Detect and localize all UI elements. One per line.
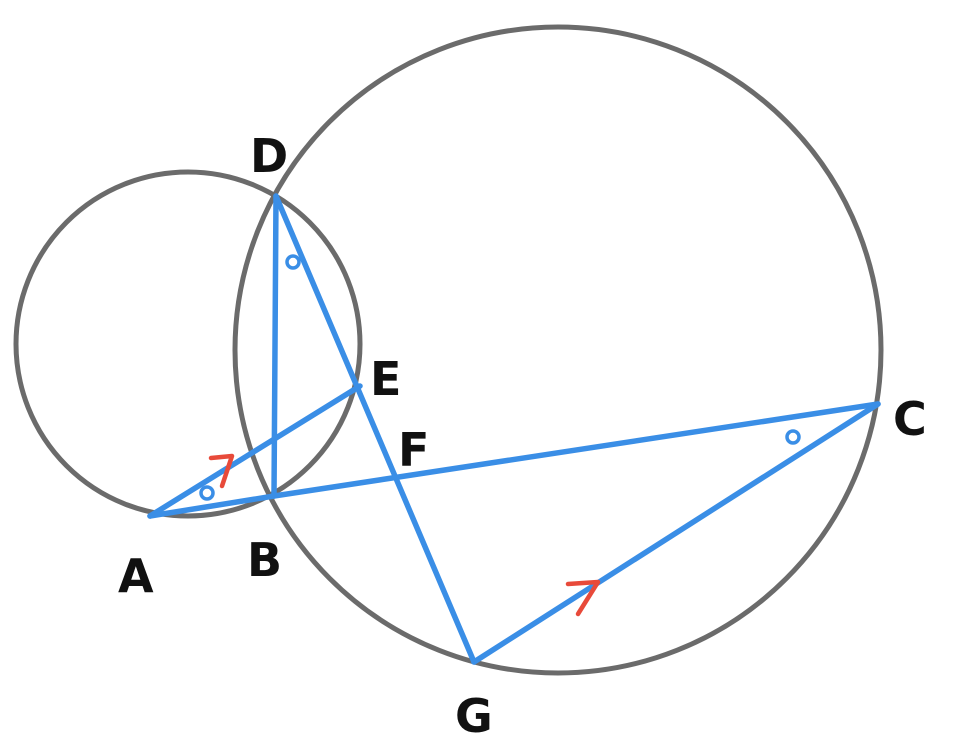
segment-AB [147, 493, 277, 519]
angle-mark-C [785, 429, 801, 445]
angle-mark-A [199, 485, 215, 501]
large-circle [232, 24, 884, 676]
segment-BC [271, 401, 881, 499]
label-point-B: B [247, 533, 282, 587]
label-point-G: G [455, 689, 493, 743]
segment-DG [273, 193, 477, 665]
parallel-arrow-GC [565, 579, 601, 617]
label-point-A: A [118, 549, 154, 603]
label-point-E: E [370, 352, 401, 406]
label-point-F: F [398, 423, 429, 477]
angle-mark-D [285, 254, 301, 270]
segment-DB [271, 193, 279, 499]
parallel-arrow-AE [208, 453, 235, 489]
label-point-C: C [893, 392, 927, 446]
small-circle [13, 169, 363, 519]
segment-GC [471, 401, 881, 665]
segment-AE [147, 383, 363, 519]
label-point-D: D [250, 129, 288, 183]
